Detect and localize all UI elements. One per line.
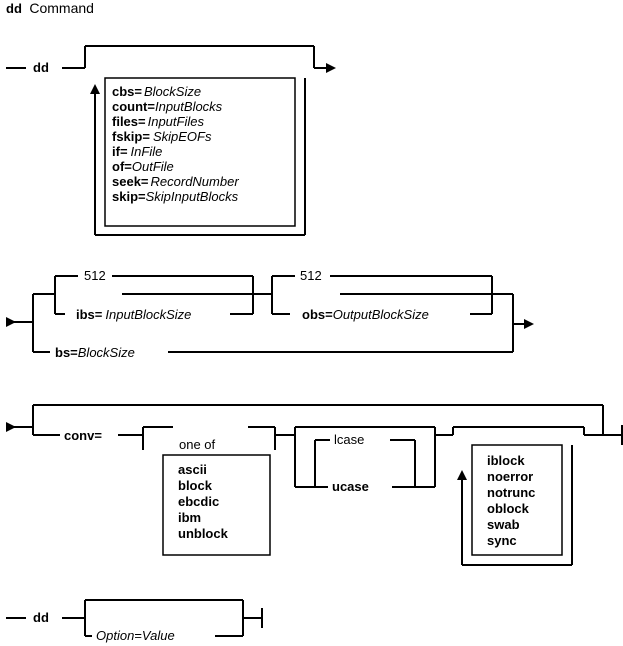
loop-arrow-icon	[90, 84, 100, 94]
one-of-label: one of	[179, 437, 216, 452]
section-4-diagram	[6, 599, 263, 637]
group1-list: ascii block ebcdic ibm unblock	[178, 462, 229, 541]
option-files: files=InputFiles	[112, 114, 204, 129]
entry-arrow-icon	[6, 422, 16, 432]
options-list: cbs=BlockSize count=InputBlocks files=In…	[112, 84, 239, 204]
option-count: count=InputBlocks	[112, 99, 223, 114]
option-of: of=OutFile	[112, 159, 174, 174]
conv-ibm: ibm	[178, 510, 201, 525]
option-skip: skip=SkipInputBlocks	[112, 189, 239, 204]
conv-block: block	[178, 478, 213, 493]
conv-iblock: iblock	[487, 453, 525, 468]
option-cbs: cbs=BlockSize	[112, 84, 201, 99]
conv-oblock: oblock	[487, 501, 530, 516]
conv-ucase: ucase	[332, 479, 369, 494]
entry-arrow-icon	[6, 317, 16, 327]
conv-sync: sync	[487, 533, 517, 548]
option-fskip: fskip=SkipEOFs	[112, 129, 212, 144]
group3-list: iblock noerror notrunc oblock swab sync	[487, 453, 535, 548]
bs-option: bs=BlockSize	[55, 345, 135, 360]
conv-ascii: ascii	[178, 462, 207, 477]
conv-lcase: lcase	[334, 432, 364, 447]
option-if: if=InFile	[112, 144, 162, 159]
conv-flags-box	[471, 444, 563, 556]
section-3-diagram	[12, 404, 623, 566]
ibs-default: 512	[84, 268, 106, 283]
section-4-cmd: dd	[33, 610, 49, 625]
conv-noerror: noerror	[487, 469, 533, 484]
options-box	[104, 77, 296, 227]
arrow-right-icon	[524, 319, 534, 329]
title-text: dd Command	[6, 0, 94, 17]
section-1-cmd: dd	[33, 60, 49, 75]
conv-ebcdic: ebcdic	[178, 494, 219, 509]
conv-key: conv=	[64, 428, 102, 443]
arrow-right-icon	[326, 63, 336, 73]
option-seek: seek=RecordNumber	[112, 174, 239, 189]
conv-notrunc: notrunc	[487, 485, 535, 500]
conv-unblock: unblock	[178, 526, 229, 541]
section-2-diagram	[12, 293, 525, 353]
obs-option: obs=OutputBlockSize	[302, 307, 429, 322]
obs-default: 512	[300, 268, 322, 283]
ibs-option: ibs=InputBlockSize	[76, 307, 191, 322]
section-1-diagram	[6, 45, 330, 236]
conv-swab: swab	[487, 517, 520, 532]
loop-arrow-icon	[457, 470, 467, 480]
one-of-box	[162, 454, 271, 556]
option-value: Option=Value	[96, 628, 175, 643]
